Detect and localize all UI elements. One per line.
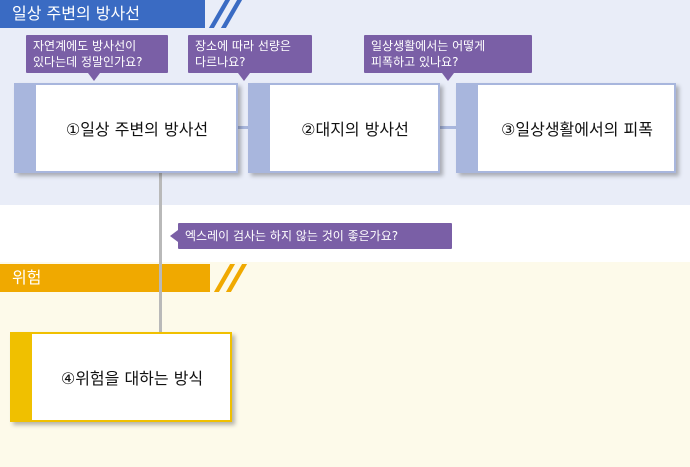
- bubble-tail: [442, 73, 454, 81]
- card-facing-risk[interactable]: ④위험을 대하는 방식: [10, 332, 232, 422]
- risk-section-header: 위험: [0, 264, 210, 292]
- bubble-line: 다르나요?: [195, 55, 246, 69]
- card-label: ①일상 주변의 방사선: [65, 120, 209, 139]
- everyday-section-title: 일상 주변의 방사선: [12, 4, 140, 23]
- everyday-section-header: 일상 주변의 방사선: [0, 0, 205, 28]
- card-tab: [16, 85, 36, 171]
- bubble-line: 일상생활에서는 어떻게: [371, 39, 486, 53]
- card-ground-radiation[interactable]: ②대지의 방사선: [248, 83, 440, 173]
- card-tab: [458, 85, 478, 171]
- question-bubble-daily-exposure: 일상생활에서는 어떻게 피폭하고 있나요?: [364, 35, 532, 81]
- risk-section-title: 위험: [12, 268, 42, 287]
- bubble-line: 엑스레이 검사는 하지 않는 것이 좋은가요?: [185, 229, 399, 243]
- card-daily-exposure[interactable]: ③일상생활에서의 피폭: [456, 83, 676, 173]
- question-bubble-dose-by-location: 장소에 따라 선량은 다르나요?: [188, 35, 312, 81]
- bubble-tail: [88, 73, 100, 81]
- header-stripes: [210, 264, 250, 292]
- bubble-line: 장소에 따라 선량은: [195, 39, 291, 53]
- bubble-line: 있다는데 정말인가요?: [33, 55, 143, 69]
- card-tab: [12, 334, 32, 420]
- bubble-line: 자연계에도 방사선이: [33, 39, 137, 53]
- header-stripes: [205, 0, 245, 28]
- connector-card2-card3: [438, 126, 460, 129]
- question-bubble-natural-radiation: 자연계에도 방사선이 있다는데 정말인가요?: [26, 35, 168, 81]
- card-everyday-radiation[interactable]: ①일상 주변의 방사선: [14, 83, 238, 173]
- card-label: ③일상생활에서의 피폭: [501, 120, 653, 139]
- card-tab: [250, 85, 270, 171]
- bubble-line: 피폭하고 있나요?: [371, 55, 459, 69]
- question-bubble-xray: 엑스레이 검사는 하지 않는 것이 좋은가요?: [170, 223, 452, 249]
- connector-card1-card4: [159, 172, 162, 332]
- card-label: ④위험을 대하는 방식: [60, 369, 204, 388]
- connector-card1-card2: [236, 126, 252, 129]
- bubble-tail: [170, 230, 178, 242]
- card-label: ②대지의 방사선: [301, 120, 409, 139]
- bubble-tail: [238, 73, 250, 81]
